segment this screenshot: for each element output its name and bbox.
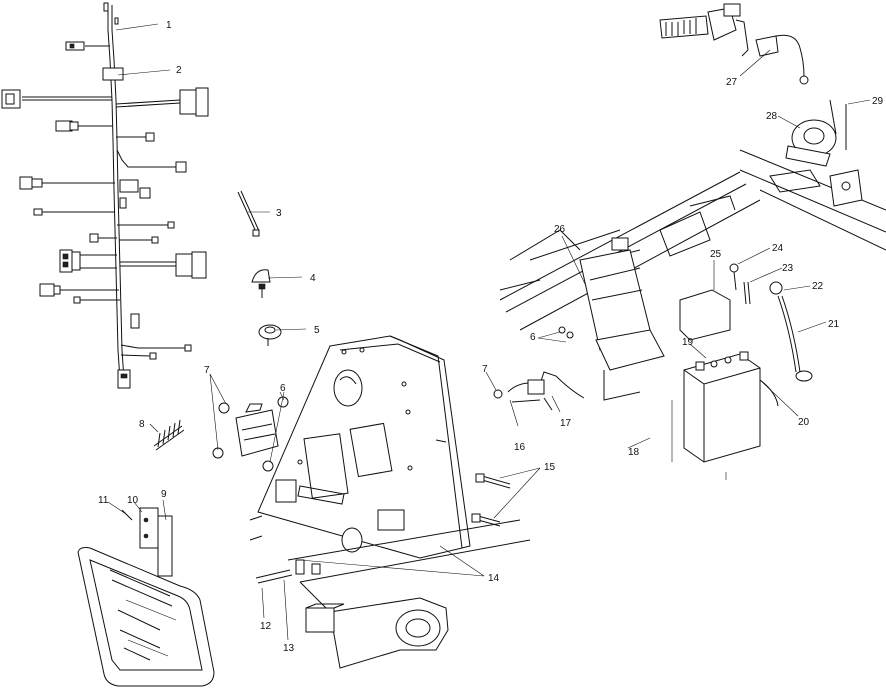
battery-box <box>579 237 665 401</box>
callout-15: 15 <box>544 462 556 473</box>
callout-4: 4 <box>310 273 316 284</box>
callout-10: 10 <box>127 495 139 506</box>
part-4-clip <box>251 269 271 298</box>
leader-lines <box>107 23 871 641</box>
callout-19: 19 <box>682 337 694 348</box>
mounting-plate <box>257 335 471 559</box>
callout-28: 28 <box>766 111 778 122</box>
callout-16: 16 <box>514 442 526 453</box>
callout-26: 26 <box>554 224 566 235</box>
callout-6b: 6 <box>530 332 536 343</box>
callout-12: 12 <box>260 621 272 632</box>
callout-22: 22 <box>812 281 824 292</box>
callout-11: 11 <box>98 495 109 506</box>
horn <box>785 99 863 207</box>
part-8-spring <box>153 419 185 451</box>
ignition-coil <box>212 396 289 472</box>
battery <box>671 289 779 480</box>
rear-guard <box>77 507 215 687</box>
callout-1: 1 <box>166 20 172 31</box>
part-15-bolts <box>471 473 511 527</box>
wiring-harness <box>1 2 209 389</box>
callout-7a: 7 <box>204 365 210 376</box>
callout-17: 17 <box>560 418 572 429</box>
callout-29: 29 <box>872 96 884 107</box>
callout-7b: 7 <box>482 364 488 375</box>
part-3-bolt <box>237 190 260 237</box>
callout-18: 18 <box>628 447 640 458</box>
callout-23: 23 <box>782 263 794 274</box>
callout-8: 8 <box>139 419 145 430</box>
lower-frame <box>249 515 531 669</box>
callout-9: 9 <box>161 489 167 500</box>
callout-5: 5 <box>314 325 320 336</box>
callout-3: 3 <box>276 208 282 219</box>
ground-strap <box>729 263 813 382</box>
callout-6a: 6 <box>280 383 286 394</box>
callout-labels: 1 2 3 4 5 6 6 7 7 8 9 10 11 12 13 14 15 … <box>98 20 884 654</box>
callout-14: 14 <box>488 573 500 584</box>
callout-27: 27 <box>726 77 738 88</box>
handlebar-switch <box>659 3 809 85</box>
callout-24: 24 <box>772 243 784 254</box>
callout-25: 25 <box>710 249 722 260</box>
callout-13: 13 <box>283 643 295 654</box>
callout-20: 20 <box>798 417 810 428</box>
battery-cables <box>493 326 585 411</box>
callout-21: 21 <box>828 319 840 330</box>
part-5-grommet <box>258 324 282 346</box>
callout-2: 2 <box>176 65 182 76</box>
